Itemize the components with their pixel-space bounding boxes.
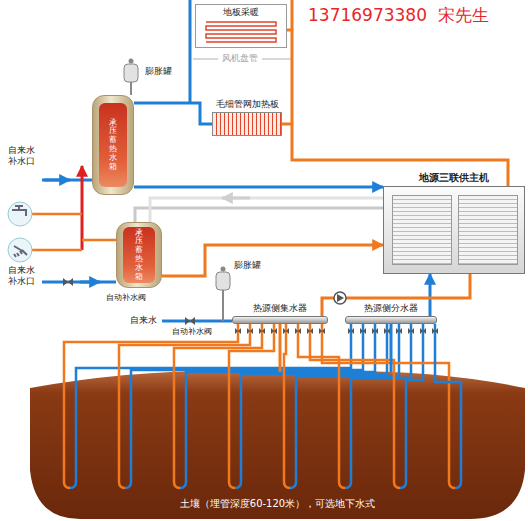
valve-symbol (235, 328, 241, 334)
pipe-connector (322, 274, 470, 316)
valve-symbol (348, 328, 354, 334)
loop-pipe-return (180, 324, 375, 488)
tank-stem (130, 82, 132, 95)
pipe-connector (162, 245, 383, 276)
inlet-label: 自来水 补水口 (8, 145, 38, 167)
valve-symbol (185, 317, 195, 325)
valve-symbol (319, 328, 325, 334)
node-label: 承压蓄热水箱 (109, 119, 117, 172)
node-label: 毛细管网加热板 (216, 99, 279, 110)
loop-pipe-out (284, 324, 290, 488)
valve-symbol (396, 328, 402, 334)
unit-grille (392, 195, 452, 265)
grey-pipe (135, 208, 383, 222)
loop-pipe-out (229, 324, 274, 488)
loop-pipe-return (345, 324, 411, 488)
edge-group (134, 30, 508, 372)
pipe-connector (390, 324, 393, 372)
tank-stem (222, 290, 224, 321)
distributor-manifold: 热源侧分水器 (345, 316, 437, 324)
tank-water: 承压蓄热水箱 (99, 103, 127, 187)
valve-symbol (307, 328, 313, 334)
return-pipe (189, 0, 192, 103)
pipe-connector (287, 30, 508, 186)
node-label: 地源三联供主机 (419, 172, 489, 183)
loop-pipe-return (125, 324, 363, 488)
inlet-label: 自来水 (130, 315, 157, 326)
expansion-tank-symbol (124, 64, 138, 82)
pump (334, 292, 346, 304)
pump-symbol (334, 292, 346, 304)
valve-symbol (360, 328, 366, 334)
valve-symbol (271, 328, 277, 334)
loop-pipe-return (290, 324, 399, 488)
valve-symbol (63, 278, 73, 286)
loop-pipe-out (310, 324, 400, 488)
valve-symbol (295, 328, 301, 334)
shower-symbol (14, 246, 27, 257)
loop-pipe-return (400, 324, 423, 488)
grey-pipe (150, 198, 383, 222)
faucet-symbol (12, 206, 26, 216)
soil-band: 土壤（埋管深度60-120米），可选地下水式 (30, 372, 525, 518)
tank-water: 承压蓄热水箱 (123, 227, 155, 283)
tank-knob (129, 59, 134, 64)
unit-grille (458, 195, 518, 265)
loop-pipe-return (435, 324, 461, 488)
heat-pump-unit: 地源三联供主机 (383, 186, 525, 274)
makeup-pipe (42, 179, 92, 182)
ground-loops (64, 324, 461, 488)
node-label: 热源侧分水器 (364, 303, 418, 314)
valve-label: 自动补水阀 (106, 293, 146, 303)
valve-symbol (384, 328, 390, 334)
faucet-icon (8, 202, 32, 226)
valve-symbol (372, 328, 378, 334)
flow-arrow (80, 281, 100, 284)
shower-icon (8, 238, 32, 262)
pipe-connector (429, 274, 432, 316)
node-label: 土壤（埋管深度60-120米），可选地下水式 (180, 498, 375, 510)
watermark: 宋先生 (436, 5, 491, 25)
storage-tank: 承压蓄热水箱 (116, 222, 162, 288)
pipe-connector (134, 186, 383, 189)
hot-water-pipe (32, 214, 116, 250)
pipe-connector (279, 324, 282, 372)
valve-symbol (408, 328, 414, 334)
valve-symbol (432, 328, 438, 334)
fan-coil-label: 风机盘管 (222, 53, 258, 64)
floor-heating-box: 地板采暖 (195, 4, 287, 48)
makeup-pipe (162, 320, 232, 323)
valve-symbol (259, 328, 265, 334)
inlet-label: 自来水 补水口 (8, 265, 38, 287)
flow-arrow (44, 179, 70, 182)
tank-knob (221, 267, 226, 272)
pipe-connector (134, 103, 212, 124)
capillary-panel: 毛细管网加热板 (212, 112, 282, 136)
makeup-pipe (42, 281, 116, 284)
part-label: 膨胀罐 (234, 260, 261, 271)
storage-tank: 承压蓄热水箱 (92, 95, 134, 195)
watermark: 13716973380 (306, 5, 429, 25)
valve-symbol (283, 328, 289, 334)
valve-symbol (247, 328, 253, 334)
node-label: 地板采暖 (221, 7, 261, 18)
node-label: 热源侧集水器 (253, 303, 307, 314)
expansion-tank-symbol (216, 272, 230, 290)
soil-ground (30, 371, 525, 519)
node-label: 承压蓄热水箱 (135, 229, 143, 282)
pump-arrow (337, 294, 344, 302)
collector-manifold: 热源侧集水器 (232, 316, 328, 324)
hot-water-pipe (81, 166, 84, 250)
valve-label: 自动补水阀 (172, 327, 212, 337)
part-label: 膨胀罐 (145, 66, 172, 77)
flow-arrow (222, 197, 250, 200)
floor-coil (206, 22, 276, 42)
valve-symbol (420, 328, 426, 334)
